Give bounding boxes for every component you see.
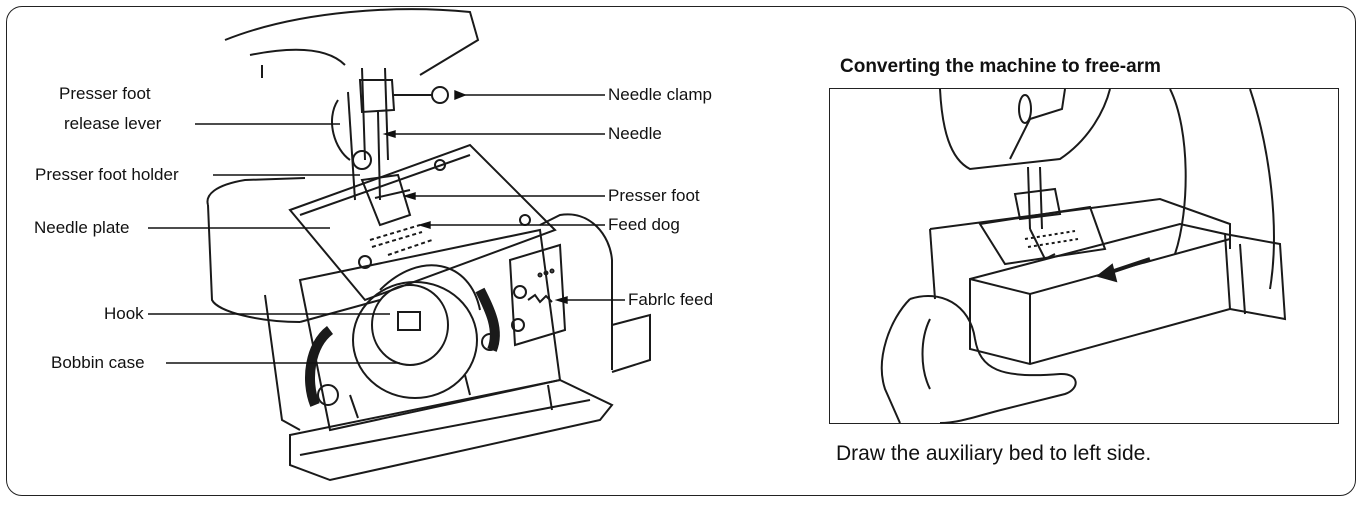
inset-caption: Draw the auxiliary bed to left side. — [836, 442, 1152, 465]
label-fabric-feed: Fabrlc feed — [628, 290, 714, 309]
label-needle-clamp: Needle clamp — [608, 85, 712, 104]
label-presser-foot-holder: Presser foot holder — [35, 165, 179, 184]
label-needle: Needle — [608, 124, 662, 143]
label-presser-foot-release-lever-line1: Presser foot — [59, 84, 151, 103]
label-hook: Hook — [104, 304, 144, 323]
label-presser-foot: Presser foot — [608, 186, 700, 205]
label-bobbin-case: Bobbin case — [51, 353, 145, 372]
label-needle-plate: Needle plate — [34, 218, 130, 237]
inset-title: Converting the machine to free-arm — [840, 56, 1161, 77]
label-presser-foot-release-lever-line2: release lever — [64, 114, 162, 133]
label-feed-dog: Feed dog — [608, 215, 680, 234]
page-frame — [6, 6, 1356, 496]
free-arm-illustration — [829, 88, 1339, 424]
